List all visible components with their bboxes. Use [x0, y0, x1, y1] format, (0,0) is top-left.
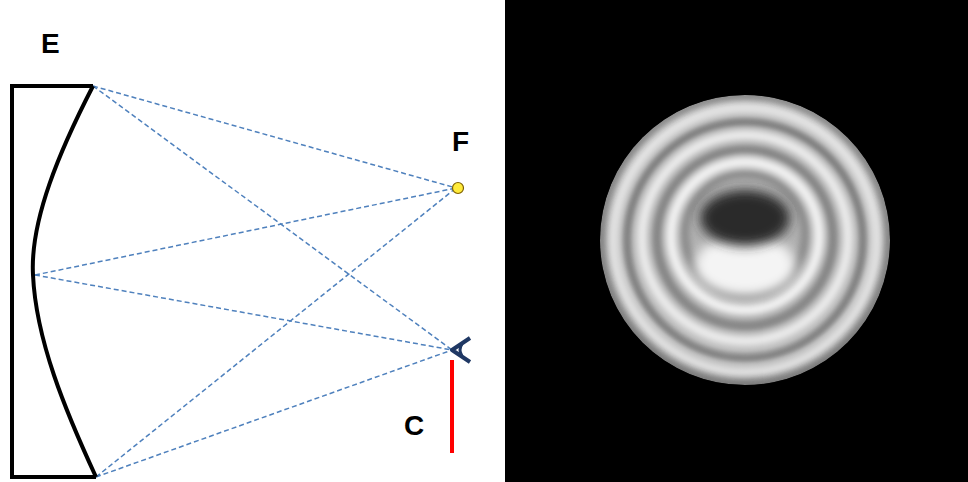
part-label: E	[41, 30, 60, 58]
mirror-surface	[33, 86, 96, 477]
part-label: F	[452, 128, 469, 156]
photo-background	[505, 0, 968, 482]
light-source	[453, 183, 464, 194]
mirror-body	[12, 86, 96, 477]
light-rays	[35, 86, 456, 477]
part-label: C	[404, 412, 424, 440]
eye-symbol	[452, 338, 470, 362]
knife-edge	[450, 360, 454, 453]
shadowgram	[600, 95, 890, 385]
